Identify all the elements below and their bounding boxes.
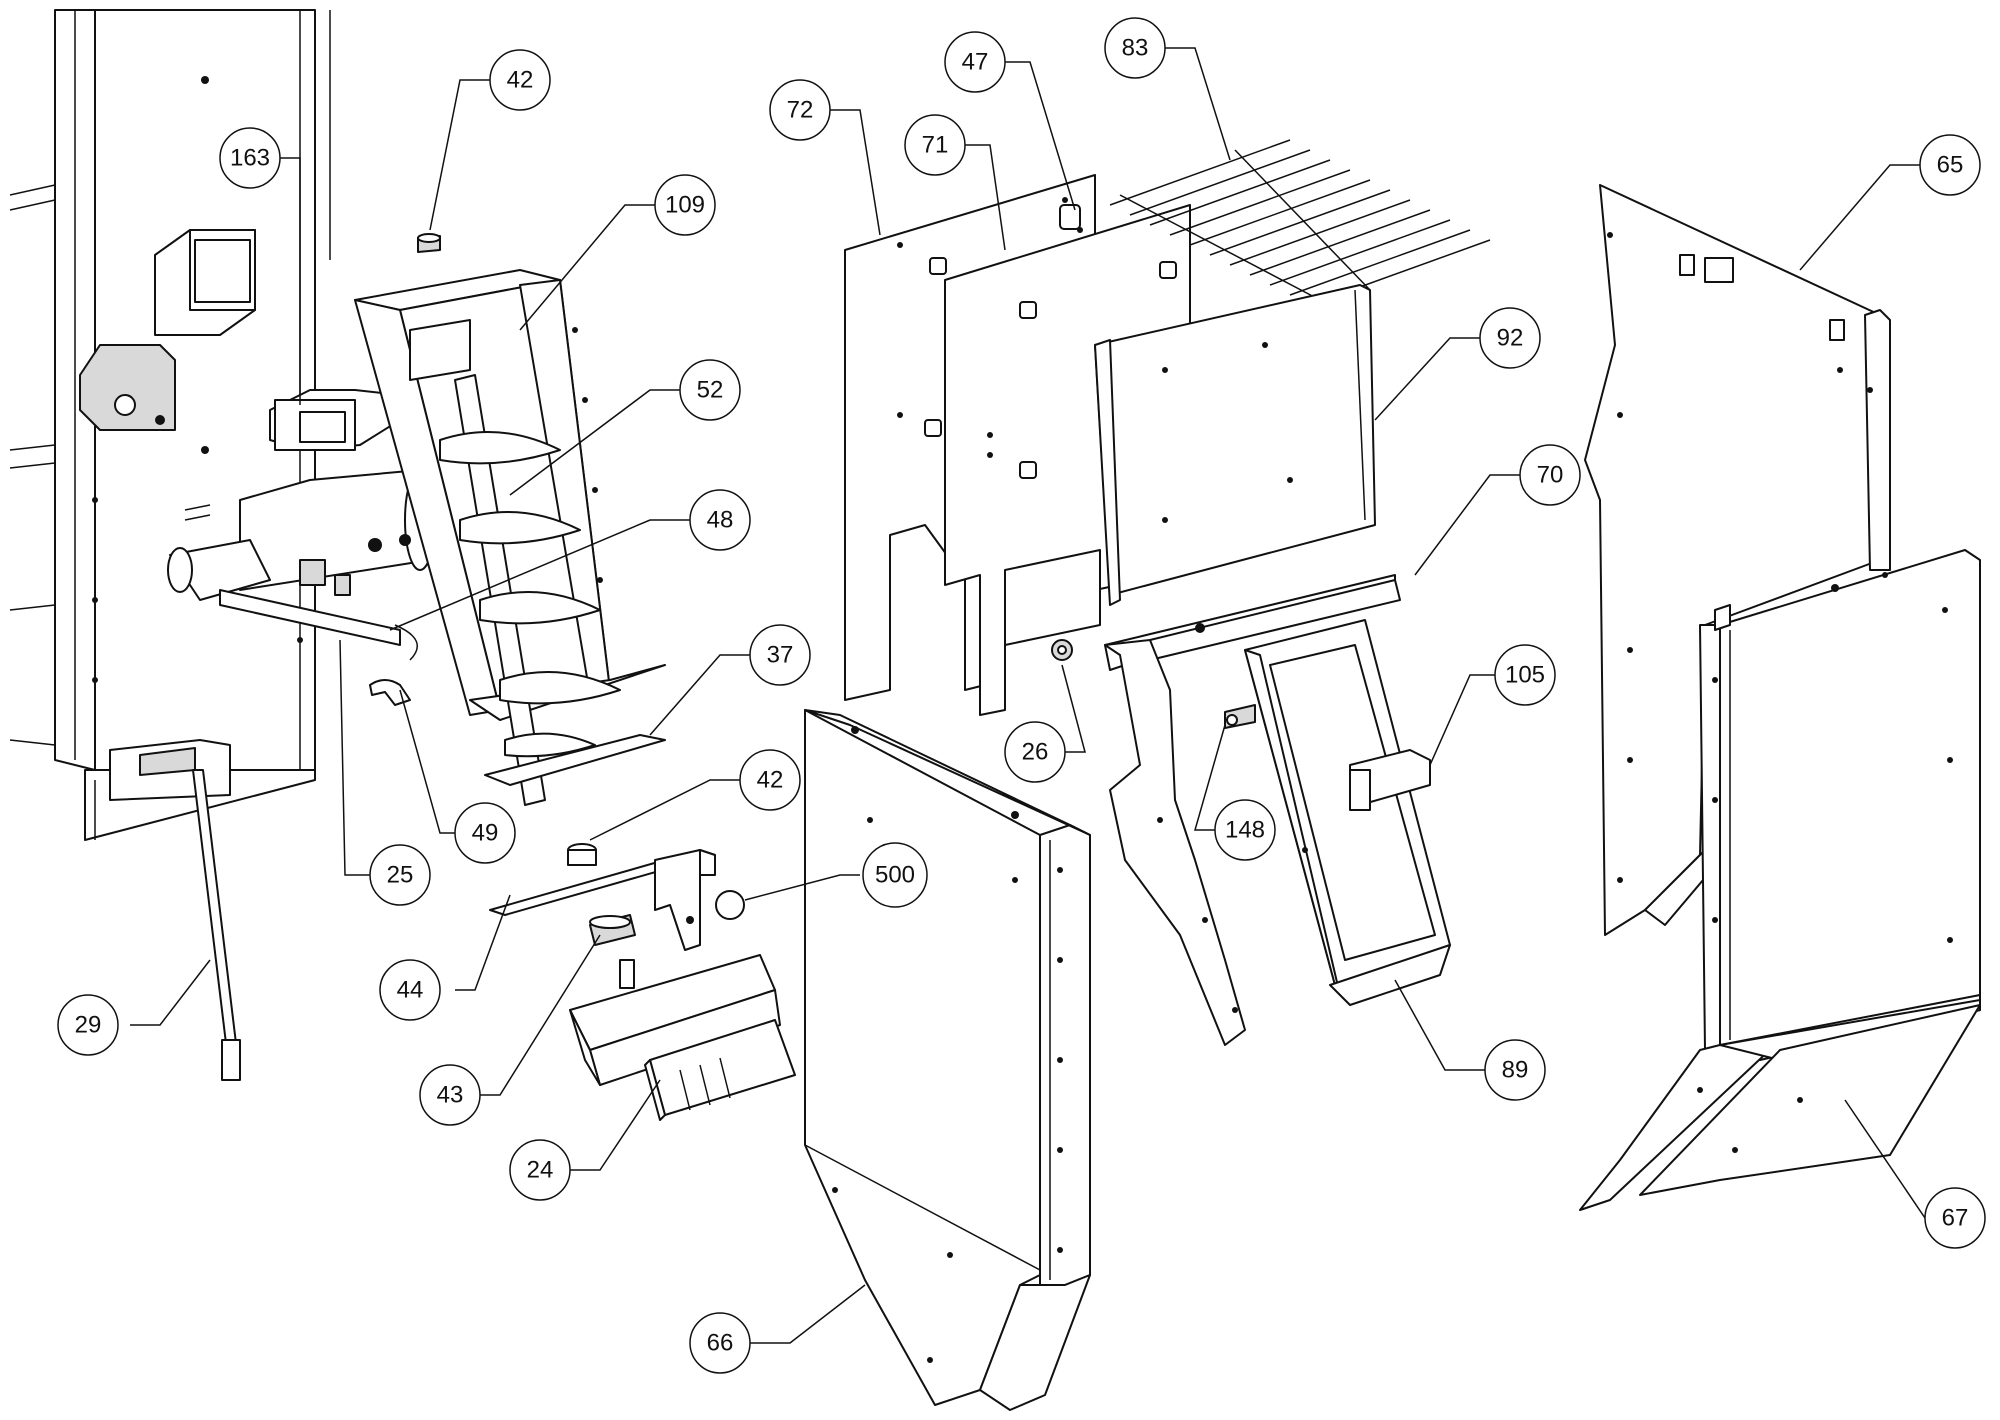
callout-48: 48 (689, 489, 751, 551)
callout-26-label: 26 (1022, 739, 1049, 766)
part-500-plug (715, 890, 745, 920)
callout-105-label: 105 (1505, 662, 1545, 689)
part-83-wire-grate (1109, 139, 1491, 306)
callout-72-label: 72 (787, 97, 814, 124)
callout-29-label: 29 (75, 1012, 102, 1039)
callout-109: 109 (654, 174, 716, 236)
part-47-standoff (1059, 204, 1081, 230)
callout-48-label: 48 (707, 507, 734, 534)
callout-43: 43 (419, 1064, 481, 1126)
callout-29: 29 (57, 994, 119, 1056)
callout-500: 500 (862, 842, 928, 908)
callout-43-label: 43 (437, 1082, 464, 1109)
part-29-rod (192, 769, 241, 1081)
callout-70: 70 (1519, 444, 1581, 506)
callout-71-label: 71 (922, 132, 949, 159)
callout-67: 67 (1924, 1187, 1986, 1249)
part-42-top-cap (417, 233, 441, 253)
callout-89: 89 (1484, 1039, 1546, 1101)
callout-500-label: 500 (875, 862, 915, 889)
callout-83-label: 83 (1122, 35, 1149, 62)
part-163-square-duct (269, 389, 401, 451)
callout-49: 49 (454, 802, 516, 864)
callout-67-label: 67 (1942, 1205, 1969, 1232)
callout-65: 65 (1919, 134, 1981, 196)
leader-lines (130, 47, 1955, 1344)
part-52-auger-screw (439, 374, 621, 806)
callout-65-label: 65 (1937, 152, 1964, 179)
callout-148: 148 (1214, 799, 1276, 861)
part-42-bottom-cap (567, 843, 597, 866)
callout-24: 24 (509, 1139, 571, 1201)
callout-26: 26 (1004, 721, 1066, 783)
callout-44-label: 44 (397, 977, 424, 1004)
callout-148-label: 148 (1225, 817, 1265, 844)
callout-105: 105 (1494, 644, 1556, 706)
part-49-clip (369, 679, 411, 706)
part-37-plate (484, 734, 666, 786)
part-66-side-panel (804, 709, 1091, 1411)
callout-83: 83 (1104, 17, 1166, 79)
callout-71: 71 (904, 114, 966, 176)
part-24-gear-motor (569, 954, 796, 1121)
callout-42-bottom: 42 (739, 749, 801, 811)
callout-52: 52 (679, 359, 741, 421)
part-43-bushing (589, 914, 636, 946)
callout-92-label: 92 (1497, 325, 1524, 352)
callout-66-label: 66 (707, 1330, 734, 1357)
callout-70-label: 70 (1537, 462, 1564, 489)
callout-49-label: 49 (472, 820, 499, 847)
part-44-bracket (489, 849, 716, 951)
callout-25-label: 25 (387, 862, 414, 889)
part-89-channel (1244, 619, 1451, 1006)
callout-42-top: 42 (489, 49, 551, 111)
part-67-front-panel (1579, 549, 1981, 1211)
callout-89-label: 89 (1502, 1057, 1529, 1084)
part-105-clip (1349, 749, 1431, 811)
callout-25: 25 (369, 844, 431, 906)
part-70-bracket (1104, 574, 1401, 1046)
callout-24-label: 24 (527, 1157, 554, 1184)
callout-47: 47 (944, 31, 1006, 93)
callout-163-label: 163 (230, 145, 270, 172)
part-26-nut (1051, 639, 1073, 661)
callout-109-label: 109 (665, 192, 705, 219)
part-148-sensor (1224, 704, 1256, 729)
callout-52-label: 52 (697, 377, 724, 404)
part-92-baffle (1004, 284, 1376, 646)
part-65-back-panel (1584, 184, 1891, 936)
callout-42-top-label: 42 (507, 67, 534, 94)
callout-37: 37 (749, 624, 811, 686)
callout-37-label: 37 (767, 642, 794, 669)
callout-44: 44 (379, 959, 441, 1021)
callout-47-label: 47 (962, 49, 989, 76)
callout-163: 163 (219, 127, 281, 189)
callout-66: 66 (689, 1312, 751, 1374)
callout-42-bottom-label: 42 (757, 767, 784, 794)
callout-72: 72 (769, 79, 831, 141)
callout-92: 92 (1479, 307, 1541, 369)
